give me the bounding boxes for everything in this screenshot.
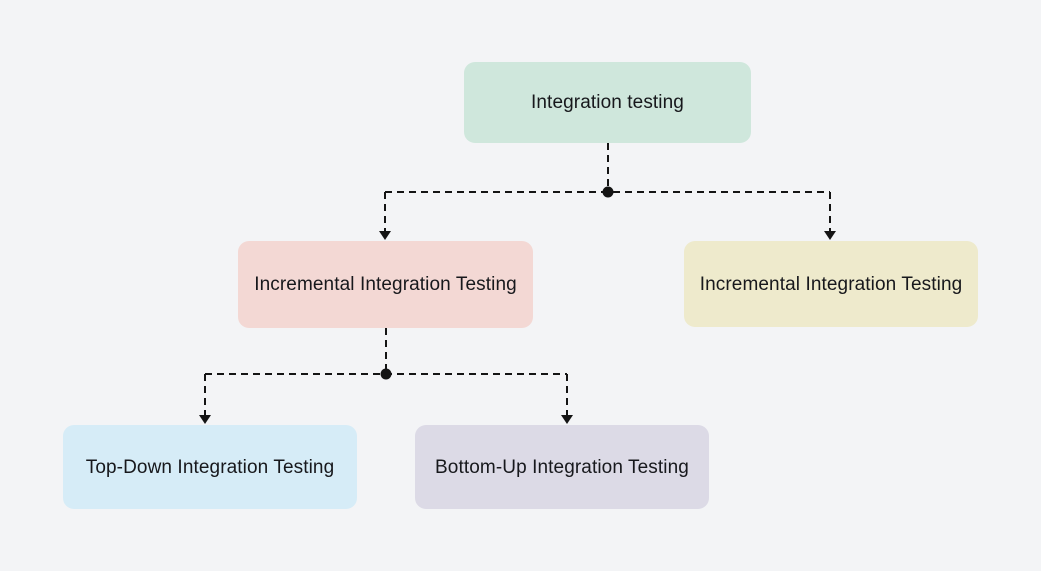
node-bottom-up-integration-testing: Bottom-Up Integration Testing xyxy=(415,425,709,509)
node-incremental-integration-testing-left: Incremental Integration Testing xyxy=(238,241,533,328)
arrowhead-down-icon xyxy=(199,415,211,424)
arrowhead-down-icon xyxy=(561,415,573,424)
node-label: Incremental Integration Testing xyxy=(254,274,517,295)
arrowhead-down-icon xyxy=(379,231,391,240)
node-integration-testing: Integration testing xyxy=(464,62,751,143)
junction-dot-icon xyxy=(602,186,614,198)
node-incremental-integration-testing-right: Incremental Integration Testing xyxy=(684,241,978,327)
junction-dot-icon xyxy=(380,368,392,380)
node-label: Integration testing xyxy=(531,92,684,113)
node-label: Top-Down Integration Testing xyxy=(85,456,335,478)
node-label: Incremental Integration Testing xyxy=(699,273,963,295)
arrowhead-down-icon xyxy=(824,231,836,240)
node-top-down-integration-testing: Top-Down Integration Testing xyxy=(63,425,357,509)
node-label: Bottom-Up Integration Testing xyxy=(435,456,689,478)
